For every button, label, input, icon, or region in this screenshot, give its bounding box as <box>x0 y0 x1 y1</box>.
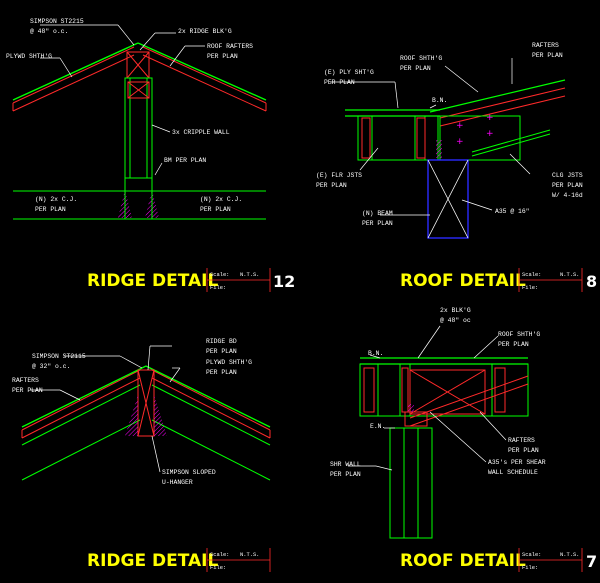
a35-label: A35's PER SHEAR <box>488 459 546 466</box>
beam <box>427 159 469 239</box>
roof-shthg-label-2: PER PLAN <box>400 65 431 72</box>
rafters-label-2: PER PLAN <box>508 447 539 454</box>
svg-text:+: + <box>486 113 494 123</box>
roof-detail-8: + + + + ROOF SHTH'G PER PLAN RAFTERS PER PL… <box>316 42 597 292</box>
scale-value: N.T.S. <box>560 272 579 278</box>
scale-label: Scale: <box>522 272 541 278</box>
svg-text:+: + <box>486 129 494 139</box>
cj-left-label-2: PER PLAN <box>35 206 66 213</box>
simpson-spacing-label: @ 48" o.c. <box>30 28 68 35</box>
svg-text:+: + <box>456 121 464 131</box>
detail-number: 12 <box>273 272 295 291</box>
ridge-detail-bottom: SIMPSON ST2115 @ 32" o.c. RAFTERS PER PL… <box>12 338 271 572</box>
cj-right-label-2: PER PLAN <box>200 206 231 213</box>
flr-label: (E) FLR JSTS <box>316 172 362 179</box>
a35-label: A35 @ 16" <box>495 208 530 215</box>
shr-wall-label-2: PER PLAN <box>330 471 361 478</box>
file-label: File: <box>522 565 538 571</box>
rafters-label-2: PER PLAN <box>12 387 43 394</box>
bn-label: B.N. <box>368 350 383 357</box>
clg-label-2: PER PLAN <box>552 182 583 189</box>
ply-label: (E) PLY SHT'G <box>324 69 374 76</box>
file-label: File: <box>210 565 226 571</box>
rafters-label: RAFTERS <box>508 437 535 444</box>
blkg-label-2: @ 48" oc <box>440 317 471 324</box>
scale-label: Scale: <box>522 552 541 558</box>
flr-label-2: PER PLAN <box>316 182 347 189</box>
hanger-label: SIMPSON SLOPED <box>162 469 216 476</box>
scale-label: Scale: <box>210 272 229 278</box>
scale-value: N.T.S. <box>240 552 259 558</box>
blkg-label: 2x BLK'G <box>440 307 471 314</box>
plywd-label: PLYWD SHTH'G <box>6 53 52 60</box>
clg-label-3: W/ 4-16d <box>552 192 583 199</box>
roof-rafters-label: ROOF RAFTERS <box>207 43 253 50</box>
clg-label: CLG JSTS <box>552 172 583 179</box>
ply-label-2: PER PLAN <box>324 79 355 86</box>
en-label: E.N. <box>370 423 385 430</box>
simpson-spacing-label: @ 32" o.c. <box>32 363 70 370</box>
cj-right-label: (N) 2x C.J. <box>200 196 242 203</box>
detail-title: RIDGE DETAIL <box>87 271 218 291</box>
simpson-label: SIMPSON ST2215 <box>30 18 84 25</box>
simpson-label: SIMPSON ST2115 <box>32 353 86 360</box>
file-label: File: <box>522 285 538 291</box>
a35-label-2: WALL SCHEDULE <box>488 469 538 476</box>
detail-title: ROOF DETAIL <box>400 271 526 291</box>
rafters-label: RAFTERS <box>532 42 559 49</box>
detail-number: 8 <box>586 272 597 291</box>
ridge-detail-12: SIMPSON ST2215 @ 48" o.c. PLYWD SHTH'G 2… <box>6 18 295 292</box>
svg-text:+: + <box>456 137 464 147</box>
roof-rafters <box>12 46 267 112</box>
roof-detail-7: 2x BLK'G @ 48" oc ROOF SHTH'G PER PLAN B… <box>330 307 597 572</box>
cj-left-label: (N) 2x C.J. <box>35 196 77 203</box>
ridge-blkg-label: 2x RIDGE BLK'G <box>178 28 232 35</box>
beam-label: (N) BEAM <box>362 210 393 217</box>
file-label: File: <box>210 285 226 291</box>
cripple-wall-label: 3x CRIPPLE WALL <box>172 129 230 136</box>
sheathing <box>12 42 267 101</box>
cripple-wall <box>124 77 153 179</box>
detail-title: RIDGE DETAIL <box>87 551 218 571</box>
scale-value: N.T.S. <box>240 272 259 278</box>
hanger-label-2: U-HANGER <box>162 479 193 486</box>
roof-shthg-label-2: PER PLAN <box>498 341 529 348</box>
detail-title: ROOF DETAIL <box>400 551 526 571</box>
roof-shthg-label: ROOF SHTH'G <box>498 331 540 338</box>
shr-wall-label: SHR WALL <box>330 461 361 468</box>
beam-label: BM PER PLAN <box>164 157 206 164</box>
roof-shthg-label: ROOF SHTH'G <box>400 55 442 62</box>
scale-label: Scale: <box>210 552 229 558</box>
plywd-label: PLYWD SHTH'G <box>206 359 252 366</box>
beam-label-2: PER PLAN <box>362 220 393 227</box>
ridge-bd-label: RIDGE BD <box>206 338 237 345</box>
scale-value: N.T.S. <box>560 552 579 558</box>
rafters-label-2: PER PLAN <box>532 52 563 59</box>
bn-label: B.N. <box>432 97 447 104</box>
rafters-label: RAFTERS <box>12 377 39 384</box>
ridge-bd-label-2: PER PLAN <box>206 348 237 355</box>
detail-number: 7 <box>586 552 597 571</box>
plywd-label-2: PER PLAN <box>206 369 237 376</box>
roof-rafters-label-2: PER PLAN <box>207 53 238 60</box>
